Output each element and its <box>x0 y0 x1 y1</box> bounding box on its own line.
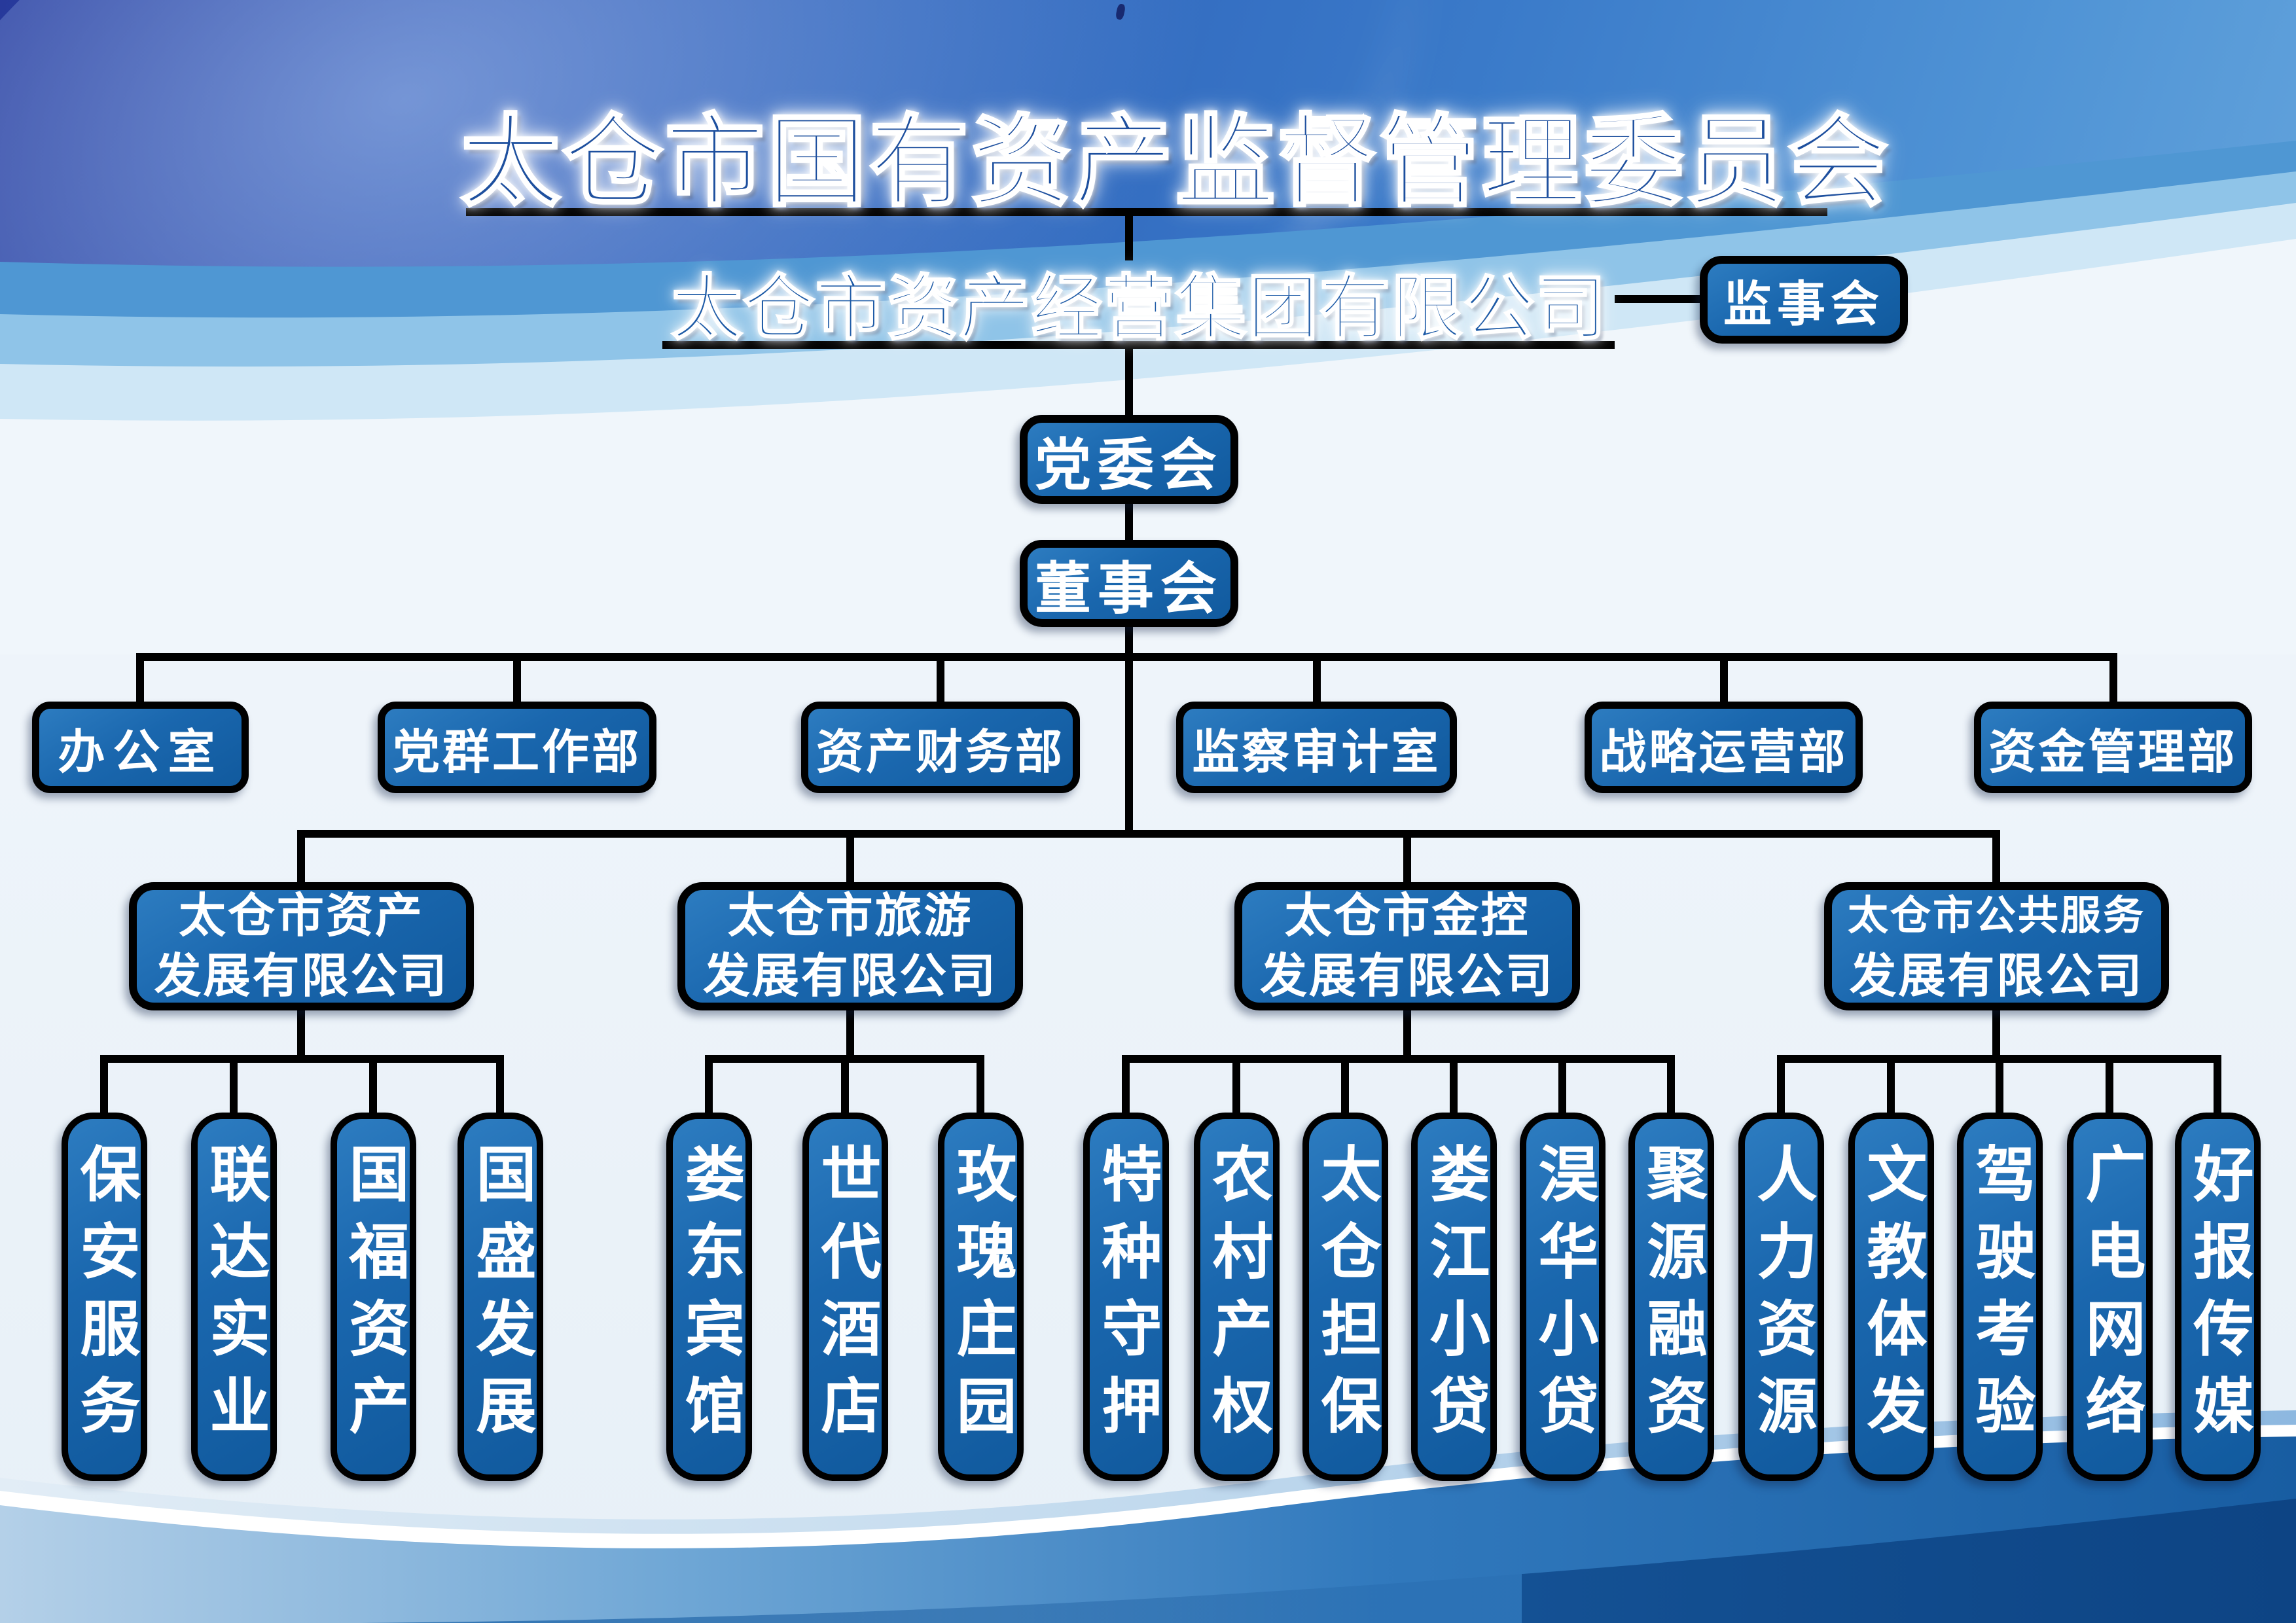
node-sub-public-service: 太仓市公共服务 发展有限公司 <box>1824 882 2169 1010</box>
subsidiary-name-line1: 太仓市旅游 <box>727 890 973 942</box>
child-lianda-industry: 联达实业 <box>191 1113 277 1481</box>
subsidiary-name-line2: 发展有限公司 <box>1259 950 1554 1003</box>
subsidiary-name-line1: 太仓市金控 <box>1284 890 1530 942</box>
node-dept-fund-management: 资金管理部 <box>1974 702 2252 793</box>
node-dept-office: 办公室 <box>32 702 249 793</box>
child-culture-education: 文教体发 <box>1848 1113 1934 1481</box>
child-juyuan-financing: 聚源融资 <box>1628 1113 1714 1481</box>
child-driving-test: 驾驶考验 <box>1957 1113 2043 1481</box>
subsidiary-name-line2: 发展有限公司 <box>1849 950 2144 1003</box>
node-board-of-directors: 董事会 <box>1020 540 1238 627</box>
node-party-committee: 党委会 <box>1020 415 1238 504</box>
subsidiary-name-line1: 太仓市资产 <box>178 890 424 942</box>
node-supervisory-board: 监事会 <box>1700 256 1908 344</box>
group-company-title: 太仓市资产经营集团有限公司 <box>670 270 1607 349</box>
child-taicang-guarantee: 太仓担保 <box>1302 1113 1388 1481</box>
node-dept-supervision-audit: 监察审计室 <box>1176 702 1457 793</box>
subsidiary-name-line2: 发展有限公司 <box>702 950 997 1003</box>
subsidiary-name-line2: 发展有限公司 <box>154 950 449 1003</box>
child-human-resources: 人力资源 <box>1738 1113 1824 1481</box>
child-broadcast-network: 广电网络 <box>2067 1113 2153 1481</box>
child-loujiang-microloan: 娄江小贷 <box>1411 1113 1497 1481</box>
node-dept-party-mass-work: 党群工作部 <box>378 702 656 793</box>
child-loudong-hotel: 娄东宾馆 <box>666 1113 752 1481</box>
child-rose-manor: 玫瑰庄园 <box>938 1113 1024 1481</box>
child-rural-property: 农村产权 <box>1194 1113 1280 1481</box>
node-sub-asset-development: 太仓市资产 发展有限公司 <box>129 882 474 1010</box>
child-haobao-media: 好报传媒 <box>2175 1113 2261 1481</box>
child-guosheng-dev: 国盛发展 <box>457 1113 543 1481</box>
node-dept-strategy-operation: 战略运营部 <box>1585 702 1863 793</box>
subsidiary-name-line1: 太仓市公共服务 <box>1847 894 2145 938</box>
child-haohua-microloan: 淏华小贷 <box>1520 1113 1605 1481</box>
child-guofu-asset: 国福资产 <box>331 1113 416 1481</box>
child-shidai-hotel: 世代酒店 <box>802 1113 888 1481</box>
node-sub-financial-holding: 太仓市金控 发展有限公司 <box>1234 882 1580 1010</box>
node-dept-asset-finance: 资产财务部 <box>801 702 1080 793</box>
page-title: 太仓市国有资产监督管理委员会 <box>459 107 1890 219</box>
child-security-service: 保安服务 <box>62 1113 147 1481</box>
node-sub-tourism-development: 太仓市旅游 发展有限公司 <box>677 882 1023 1010</box>
child-special-escort: 特种守押 <box>1083 1113 1169 1481</box>
